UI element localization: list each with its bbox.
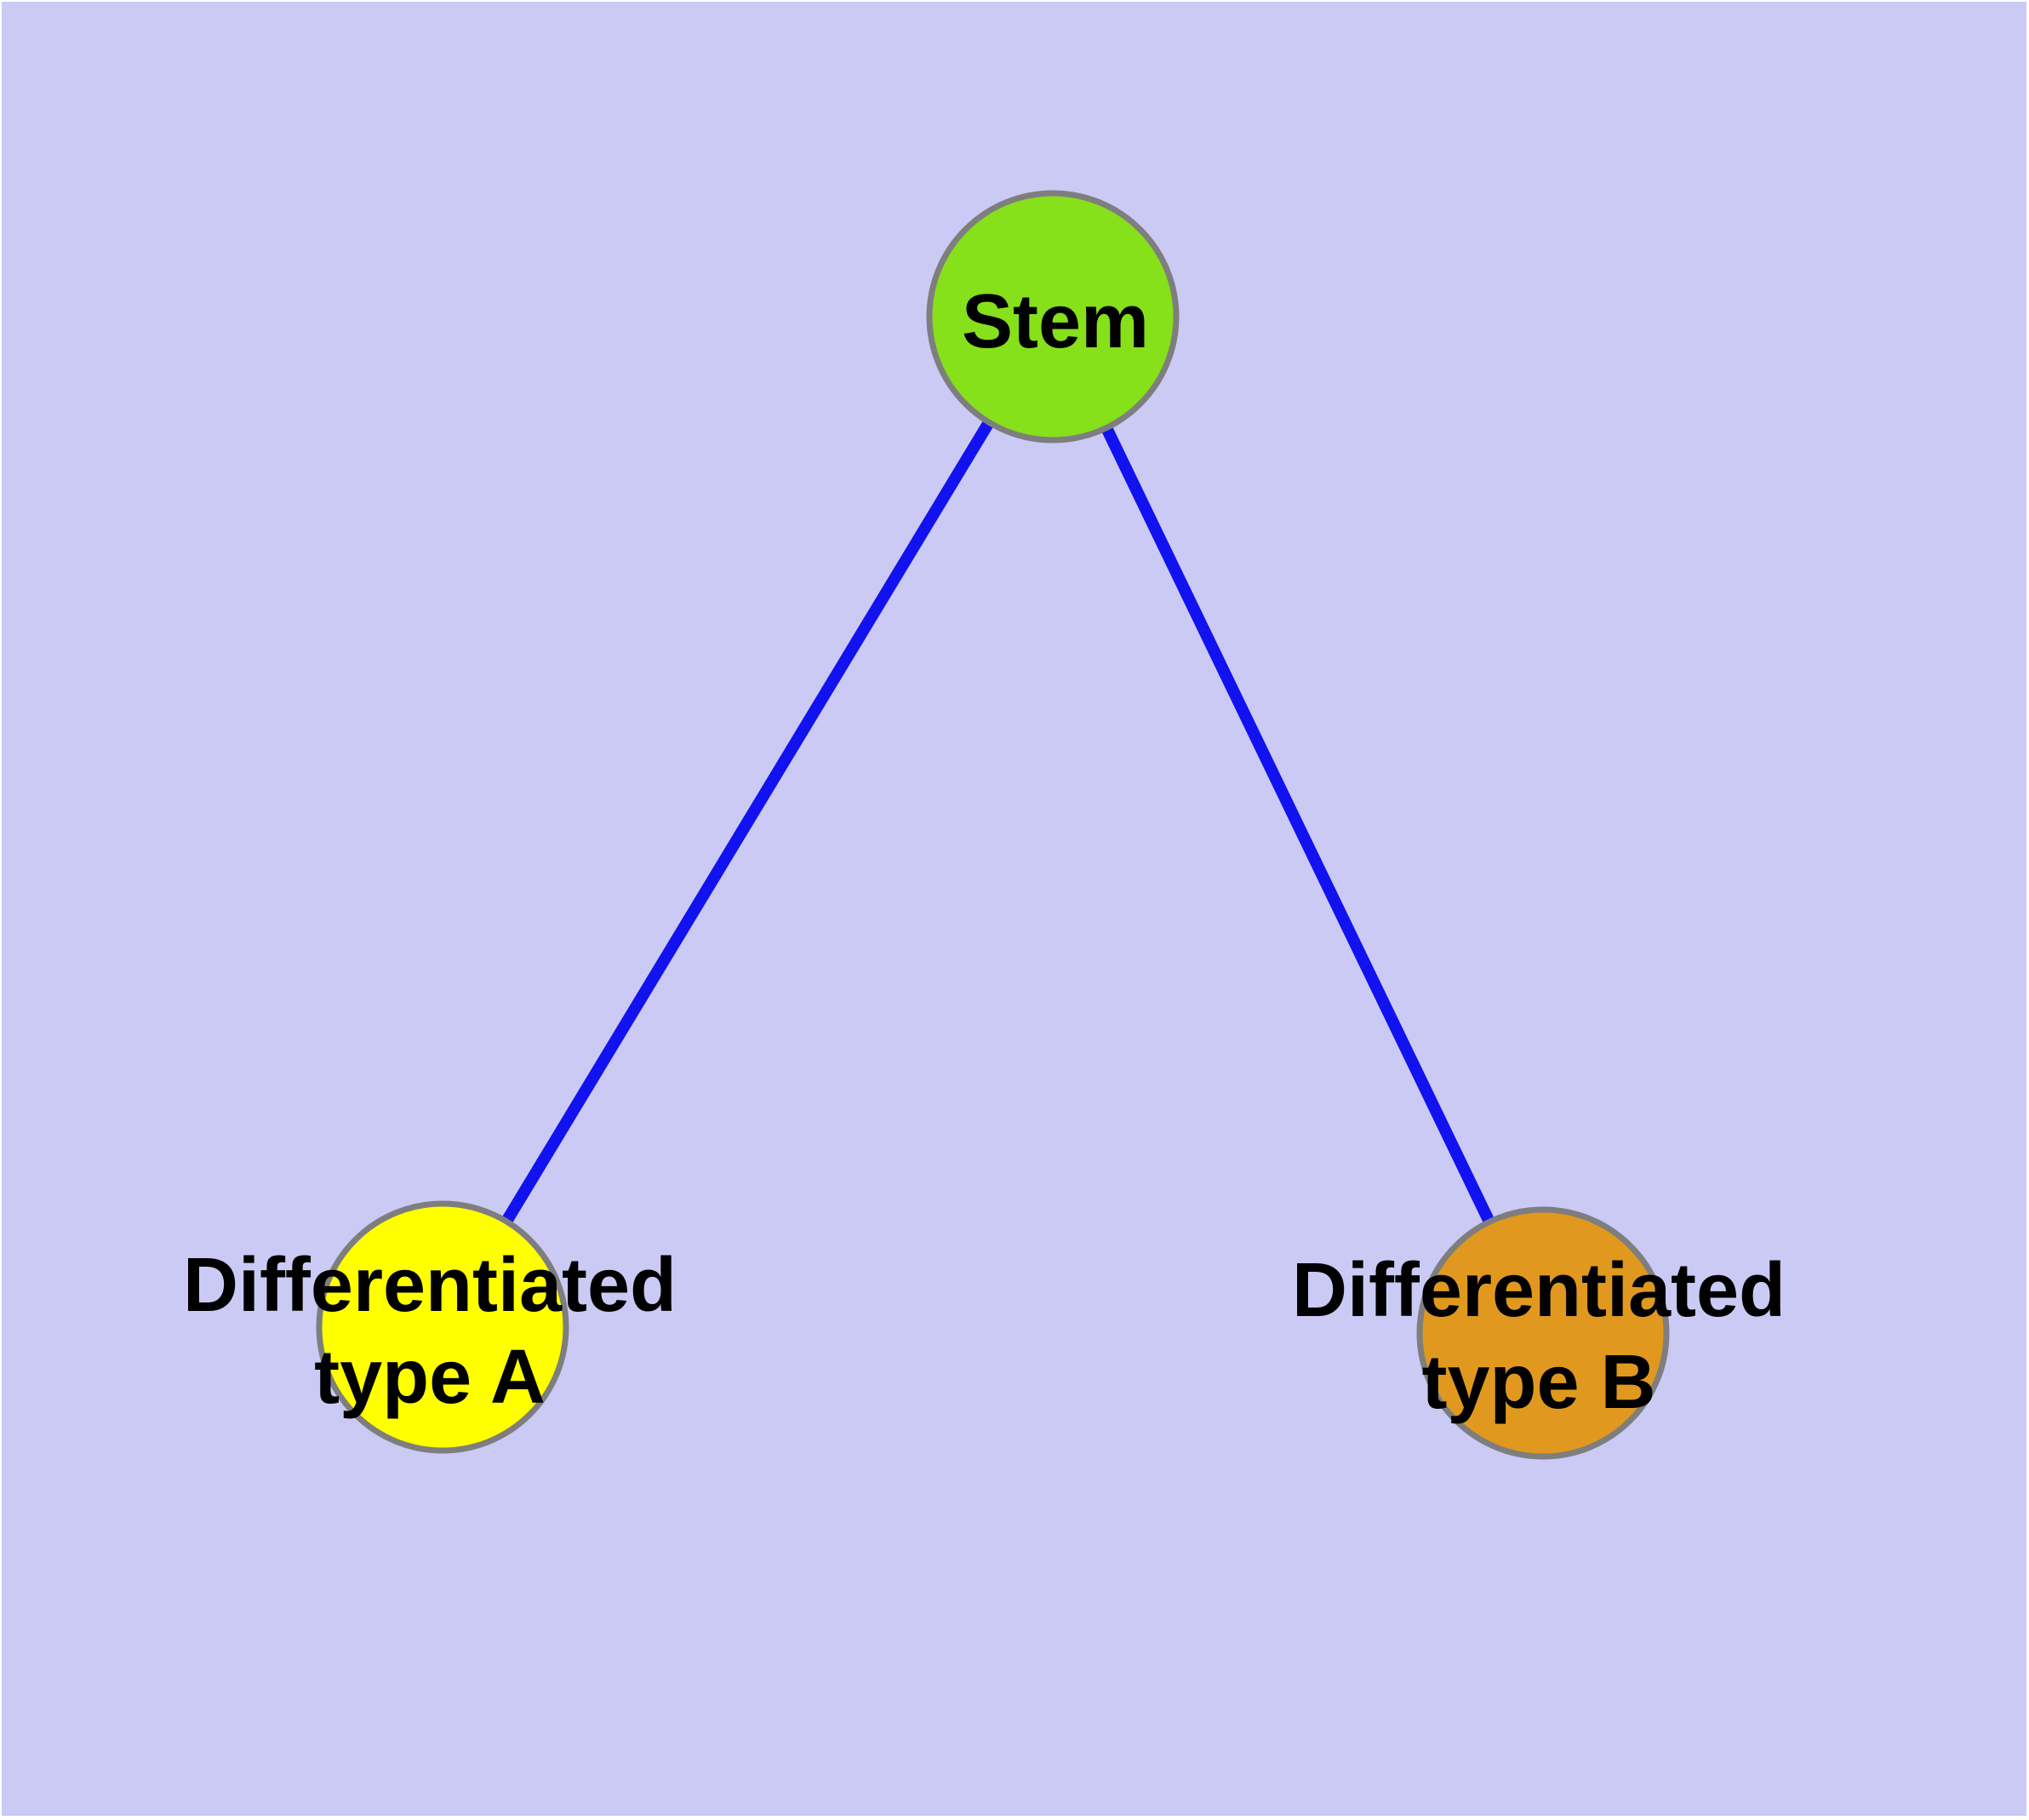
node-type-a-label-line1: Differentiated [183, 1243, 677, 1328]
node-differentiated-type-b [1416, 1206, 1670, 1460]
edge-stem-to-type-b [1047, 313, 1549, 1336]
node-differentiated-type-a [316, 1200, 569, 1454]
node-type-a-label-line2: type A [314, 1335, 546, 1420]
node-stem [926, 190, 1180, 444]
node-type-b-label-line2: type B [1421, 1340, 1655, 1425]
node-stem-label: Stem [962, 279, 1149, 364]
node-type-b-label-line1: Differentiated [1292, 1248, 1786, 1333]
edge-stem-to-type-a [437, 313, 1058, 1331]
